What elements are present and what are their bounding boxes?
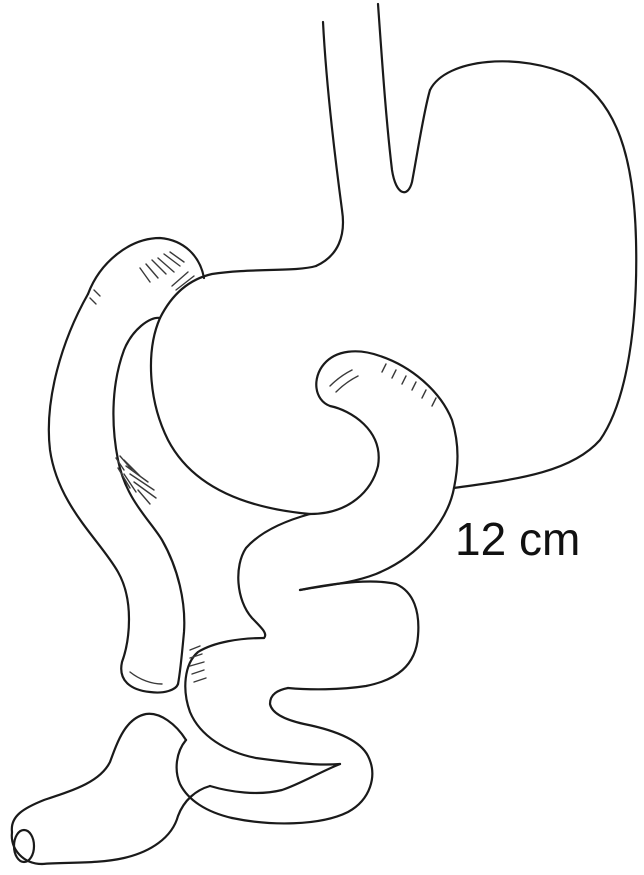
esophagus — [316, 4, 430, 266]
suture-lines — [90, 252, 436, 684]
small-bowel-loops — [12, 351, 458, 864]
afferent-limb — [49, 238, 204, 693]
length-label: 12 cm — [455, 516, 580, 562]
stomach — [151, 61, 636, 514]
